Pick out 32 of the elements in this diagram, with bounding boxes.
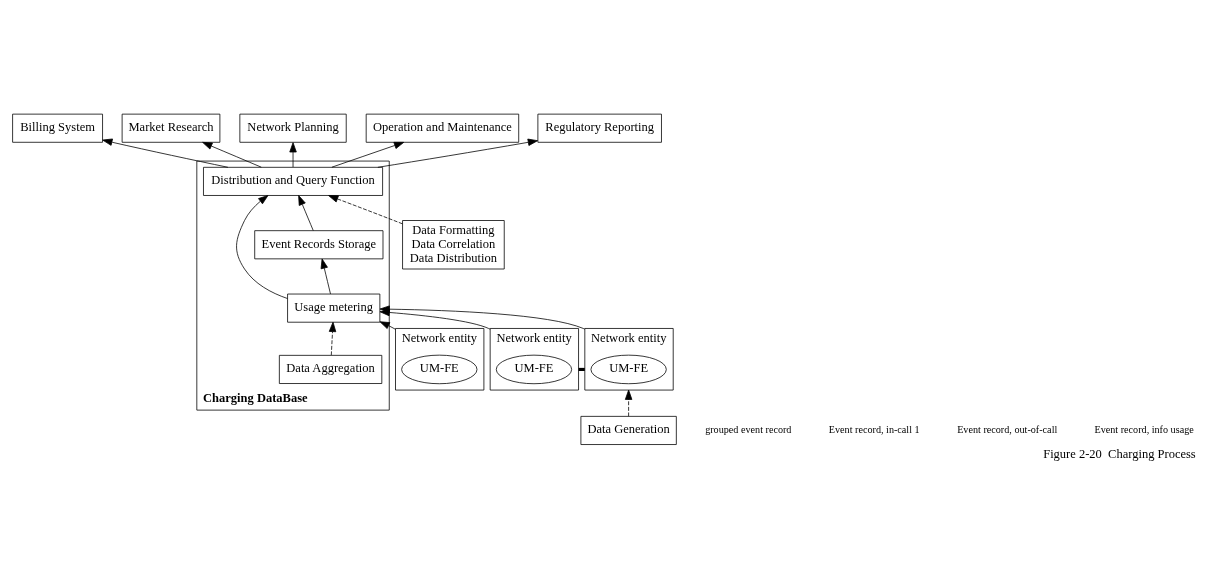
arrow [379, 320, 396, 330]
label: Event record, in-call 1 [828, 423, 920, 435]
node-box: Network Planning [239, 113, 347, 143]
node-box: Market Research [121, 113, 221, 143]
arrow [377, 138, 538, 168]
node-ellipse: UM-FE [495, 354, 573, 384]
label: grouped event record [705, 423, 792, 435]
node-box: Data Aggregation [278, 354, 383, 384]
label: Event record, out-of-call [957, 423, 1058, 435]
node-box: Regulatory Reporting [537, 113, 662, 143]
node-box: Distribution and Query Function [203, 166, 383, 196]
node-ellipse: UM-FE [590, 354, 667, 384]
label: Event record, info usage [1094, 423, 1194, 435]
node-box: Event Records Storage [254, 229, 384, 259]
arrow [236, 194, 288, 299]
arrow [328, 194, 403, 224]
arrow [320, 258, 331, 294]
arrow [298, 194, 314, 231]
arrow [202, 141, 262, 168]
arrow [328, 321, 337, 355]
caption: Figure 2-20 Charging Process [1043, 446, 1196, 461]
arrow [331, 141, 405, 168]
node-box: Billing System [12, 113, 103, 143]
arrow [102, 138, 229, 168]
connector [578, 367, 585, 371]
arrow [624, 389, 633, 417]
node-box: Operation and Maintenance [365, 113, 520, 143]
node-box: Usage metering [287, 293, 381, 323]
node-box: Data Formatting Data Correlation Data Distribution [402, 219, 505, 269]
node-ellipse: UM-FE [401, 354, 478, 384]
node-box: Data Generation [580, 415, 677, 445]
arrow [289, 141, 297, 167]
